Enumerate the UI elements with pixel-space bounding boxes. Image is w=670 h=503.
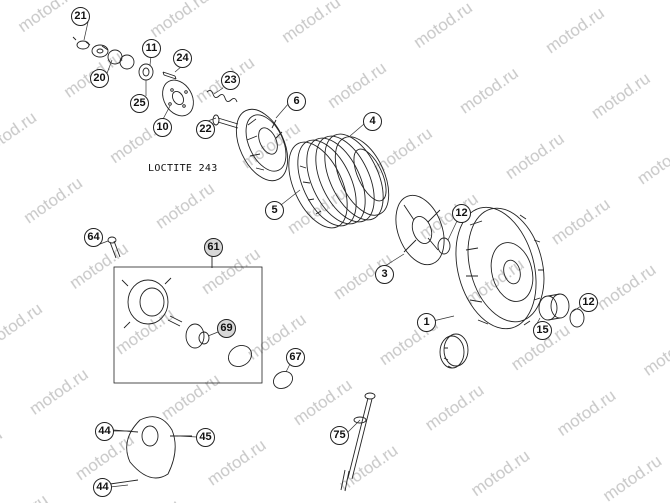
part-44-callout-bottom[interactable]: 44: [93, 478, 112, 497]
inner-clutch-hub: [395, 194, 445, 266]
part-67-callout[interactable]: 67: [286, 348, 305, 367]
leader-line: [83, 21, 89, 41]
thrust-washer: [437, 237, 451, 255]
clutch-disc-pack: [288, 133, 390, 229]
part-44-callout-top[interactable]: 44: [95, 422, 114, 441]
leader-line: [280, 189, 301, 206]
needle-bearing: [538, 293, 570, 321]
leader-line: [177, 435, 198, 438]
part-11-callout[interactable]: 11: [142, 39, 161, 58]
part-61-callout[interactable]: 61: [204, 238, 223, 257]
clutch-pressure-disc: [235, 108, 289, 182]
part-69-callout[interactable]: 69: [217, 319, 236, 338]
pressure-plate: [162, 79, 194, 117]
clutch-basket: [455, 206, 545, 330]
part-5-callout[interactable]: 5: [265, 201, 284, 220]
leader-line: [432, 315, 455, 322]
leader-line: [349, 123, 365, 137]
part-64-callout[interactable]: 64: [84, 228, 103, 247]
leader-line: [109, 484, 129, 488]
slave-cylinder-assembly: [113, 266, 263, 384]
part-20-callout[interactable]: 20: [90, 69, 109, 88]
push-rod: [340, 392, 376, 492]
part-25-callout[interactable]: 25: [130, 94, 149, 113]
part-12-callout-top[interactable]: 12: [452, 204, 471, 223]
part-6-callout[interactable]: 6: [287, 92, 306, 111]
part-75-callout[interactable]: 75: [330, 426, 349, 445]
part-21-callout[interactable]: 21: [71, 7, 90, 26]
pin: [162, 71, 177, 80]
clutch-screw: [212, 114, 239, 129]
bolt: [107, 236, 121, 259]
nut-washer-group: [72, 36, 135, 70]
leader-line: [207, 331, 219, 337]
o-ring: [273, 371, 293, 389]
primary-gear: [439, 333, 469, 369]
leader-line: [275, 102, 290, 119]
part-12-callout-right[interactable]: 12: [579, 293, 598, 312]
clutch-spring: [206, 89, 238, 103]
leader-line: [99, 240, 109, 245]
part-1-callout[interactable]: 1: [417, 313, 436, 332]
leader-line: [447, 220, 458, 241]
leader-line: [213, 87, 224, 95]
leader-line: [384, 253, 405, 267]
part-15-callout[interactable]: 15: [533, 321, 552, 340]
part-23-callout[interactable]: 23: [221, 71, 240, 90]
part-45-callout[interactable]: 45: [196, 428, 215, 447]
part-22-callout[interactable]: 22: [196, 120, 215, 139]
part-4-callout[interactable]: 4: [363, 112, 382, 131]
part-24-callout[interactable]: 24: [173, 49, 192, 68]
part-10-callout[interactable]: 10: [153, 118, 172, 137]
part-3-callout[interactable]: 3: [375, 265, 394, 284]
loctite-note: LOCTITE 243: [148, 163, 218, 174]
